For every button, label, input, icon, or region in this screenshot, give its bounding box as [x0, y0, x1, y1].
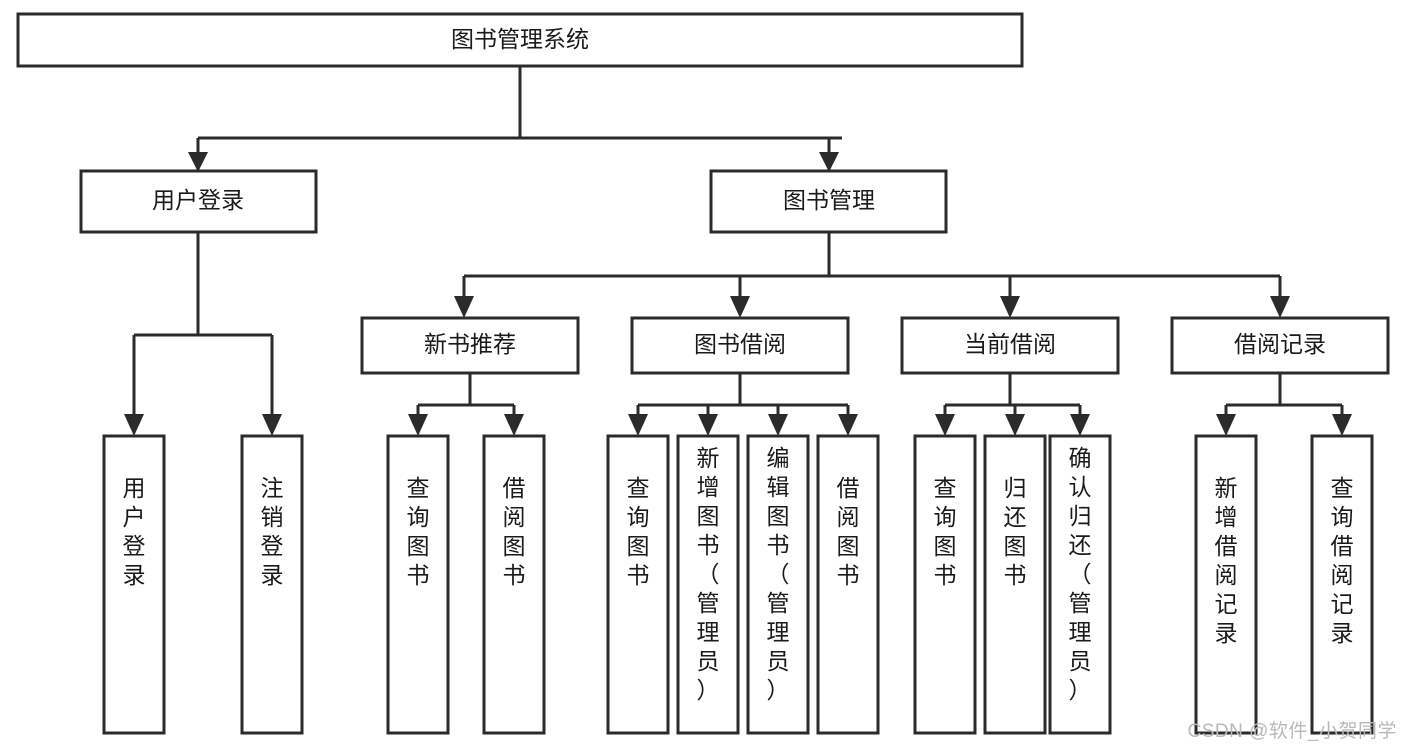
node-leaf-add-record-box[interactable] — [1194, 434, 1258, 735]
node-leaf-query-book-1[interactable]: 查询图书 — [386, 434, 450, 735]
node-borrow-record-label: 借阅记录 — [1234, 331, 1326, 357]
node-leaf-query-book-2-box[interactable] — [606, 434, 670, 735]
node-leaf-query-book-3-box[interactable] — [913, 434, 977, 735]
node-current-borrow[interactable]: 当前借阅 — [900, 316, 1120, 375]
connector-borrow-record-bus — [1224, 373, 1344, 418]
node-leaf-query-record-label: 查询借阅记录 — [1331, 475, 1354, 646]
connector-book-borrow-bus — [636, 373, 850, 418]
node-leaf-user-login-label: 用户登录 — [123, 475, 146, 588]
arrow-head-to-leaf-query-book-1 — [408, 414, 428, 436]
node-leaf-query-book-3[interactable]: 查询图书 — [913, 434, 977, 735]
arrow-head-to-leaf-query-book-3 — [935, 414, 955, 436]
node-leaf-user-logout-box[interactable] — [240, 434, 304, 735]
node-leaf-confirm-return[interactable]: 确认归还（管理员） — [1048, 434, 1112, 735]
connectors-layer — [124, 66, 1352, 436]
node-leaf-query-book-1-label: 查询图书 — [407, 475, 430, 588]
node-leaf-borrow-book-1-box[interactable] — [482, 434, 546, 735]
node-borrow-record-box[interactable] — [1170, 316, 1390, 375]
node-leaf-add-book[interactable]: 新增图书（管理员） — [676, 434, 740, 735]
node-leaf-borrow-book-2-box[interactable] — [816, 434, 880, 735]
node-leaf-query-record-box[interactable] — [1310, 434, 1374, 735]
arrow-head-to-leaf-user-login — [124, 414, 144, 436]
arrow-head-to-user-login — [188, 152, 208, 172]
node-book-borrow-box[interactable] — [630, 316, 850, 375]
arrow-head-to-leaf-confirm-return — [1070, 414, 1090, 436]
node-current-borrow-label: 当前借阅 — [964, 331, 1056, 357]
arrow-head-to-leaf-user-logout — [262, 414, 282, 436]
node-book-borrow-label: 图书借阅 — [694, 331, 786, 357]
arrow-head-to-book-borrow — [730, 296, 750, 318]
node-book-manage[interactable]: 图书管理 — [709, 169, 948, 234]
node-new-book-recommend-label: 新书推荐 — [424, 331, 516, 357]
node-current-borrow-box[interactable] — [900, 316, 1120, 375]
node-user-login[interactable]: 用户登录 — [79, 169, 318, 234]
node-leaf-user-login-box[interactable] — [102, 434, 166, 735]
node-borrow-record[interactable]: 借阅记录 — [1170, 316, 1390, 375]
arrow-head-to-book-manage — [819, 152, 839, 172]
node-leaf-edit-book[interactable]: 编辑图书（管理员） — [746, 434, 810, 735]
node-leaf-borrow-book-2-label: 借阅图书 — [837, 475, 860, 588]
arrow-head-to-leaf-add-record — [1216, 414, 1236, 436]
node-leaf-query-book-2-label: 查询图书 — [627, 475, 650, 588]
node-leaf-borrow-book-2[interactable]: 借阅图书 — [816, 434, 880, 735]
arrow-head-to-leaf-add-book — [698, 414, 718, 436]
node-leaf-query-book-3-label: 查询图书 — [934, 475, 957, 588]
node-leaf-add-record[interactable]: 新增借阅记录 — [1194, 434, 1258, 735]
node-leaf-user-login[interactable]: 用户登录 — [102, 434, 166, 735]
node-leaf-return-book-label: 归还图书 — [1004, 475, 1027, 588]
node-leaf-confirm-return-box[interactable] — [1048, 434, 1112, 735]
node-leaf-confirm-return-label: 确认归还（管理员） — [1069, 445, 1092, 703]
node-leaf-user-logout[interactable]: 注销登录 — [240, 434, 304, 735]
arrow-head-to-leaf-query-record — [1332, 414, 1352, 436]
arrow-head-to-new-book-recommend — [454, 296, 474, 318]
node-leaf-query-book-2[interactable]: 查询图书 — [606, 434, 670, 735]
node-new-book-recommend[interactable]: 新书推荐 — [360, 316, 580, 375]
node-book-borrow[interactable]: 图书借阅 — [630, 316, 850, 375]
node-user-login-label: 用户登录 — [152, 187, 244, 213]
node-book-manage-box[interactable] — [709, 169, 948, 234]
arrow-head-to-current-borrow — [1000, 296, 1020, 318]
arrow-head-to-borrow-record — [1270, 296, 1290, 318]
arrow-head-to-leaf-return-book — [1005, 414, 1025, 436]
arrow-head-to-leaf-borrow-book-1 — [504, 414, 524, 436]
node-leaf-add-book-label: 新增图书（管理员） — [697, 445, 720, 703]
node-leaf-user-logout-label: 注销登录 — [261, 475, 284, 588]
node-root[interactable]: 图书管理系统 — [16, 12, 1024, 68]
connector-root-bus — [196, 66, 842, 156]
connector-user-login-bus — [132, 232, 274, 418]
node-leaf-borrow-book-1[interactable]: 借阅图书 — [482, 434, 546, 735]
arrow-head-to-leaf-query-book-2 — [628, 414, 648, 436]
node-new-book-recommend-box[interactable] — [360, 316, 580, 375]
node-leaf-edit-book-box[interactable] — [746, 434, 810, 735]
node-leaf-return-book-box[interactable] — [983, 434, 1047, 735]
node-leaf-add-book-box[interactable] — [676, 434, 740, 735]
node-root-box[interactable] — [16, 12, 1024, 68]
node-leaf-query-book-1-box[interactable] — [386, 434, 450, 735]
arrow-head-to-leaf-edit-book — [768, 414, 788, 436]
node-user-login-box[interactable] — [79, 169, 318, 234]
connector-book-manage-bus — [462, 232, 1282, 300]
node-leaf-edit-book-label: 编辑图书（管理员） — [767, 445, 790, 703]
node-leaf-return-book[interactable]: 归还图书 — [983, 434, 1047, 735]
node-root-label: 图书管理系统 — [451, 26, 589, 52]
node-leaf-query-record[interactable]: 查询借阅记录 — [1310, 434, 1374, 735]
arrow-head-to-leaf-borrow-book-2 — [838, 414, 858, 436]
node-book-manage-label: 图书管理 — [783, 187, 875, 213]
nodes-layer: 图书管理系统 用户登录 图书管理 新书推荐 图书借阅 当前 — [16, 12, 1390, 735]
node-leaf-borrow-book-1-label: 借阅图书 — [503, 475, 526, 588]
node-leaf-add-record-label: 新增借阅记录 — [1215, 475, 1238, 646]
connector-current-borrow-bus — [943, 373, 1082, 418]
connector-new-book-recommend-bus — [416, 373, 516, 418]
